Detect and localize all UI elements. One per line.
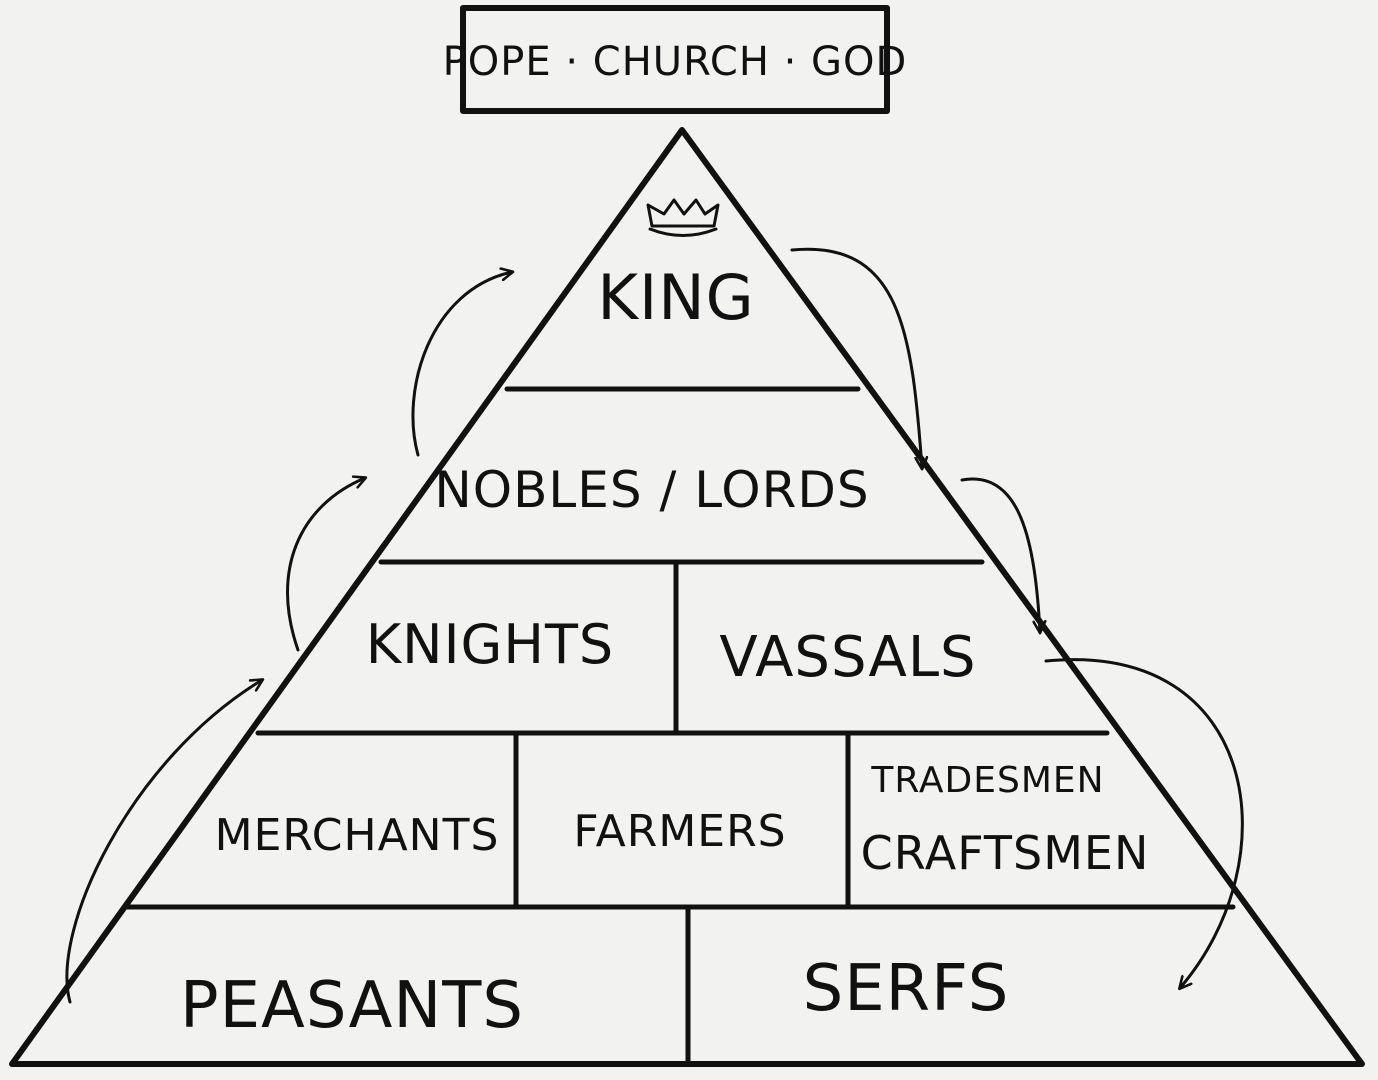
label-tradesmen: TRADESMEN bbox=[870, 760, 1104, 801]
pyramid bbox=[9, 127, 1365, 1067]
label-vassals: VASSALS bbox=[719, 625, 976, 690]
header-text: POPE · CHURCH · GOD bbox=[443, 39, 908, 85]
label-serfs: SERFS bbox=[803, 952, 1010, 1026]
downward-arrows bbox=[790, 247, 1244, 988]
crown-body bbox=[646, 198, 720, 228]
arrow-peasants-to-knights bbox=[65, 680, 262, 1004]
label-farmers: FARMERS bbox=[573, 806, 786, 857]
crown-band bbox=[648, 227, 718, 237]
arrow-king-to-nobles bbox=[790, 247, 922, 468]
upward-arrows bbox=[65, 272, 512, 1004]
arrow-nobles-to-king bbox=[411, 272, 512, 457]
label-king: KING bbox=[597, 261, 754, 334]
header-box: POPE · CHURCH · GOD bbox=[443, 5, 908, 114]
arrow-nobles-to-vassals bbox=[960, 477, 1040, 632]
label-peasants: PEASANTS bbox=[180, 969, 524, 1043]
crown-icon bbox=[646, 198, 720, 237]
header-frame bbox=[460, 5, 890, 114]
label-knights: KNIGHTS bbox=[366, 613, 614, 676]
arrow-vassals-to-serfs bbox=[1044, 658, 1244, 988]
label-nobles-lords: NOBLES / LORDS bbox=[434, 461, 869, 519]
arrow-knights-to-nobles bbox=[286, 478, 365, 652]
label-merchants: MERCHANTS bbox=[215, 810, 500, 861]
label-craftsmen: CRAFTSMEN bbox=[861, 826, 1150, 880]
